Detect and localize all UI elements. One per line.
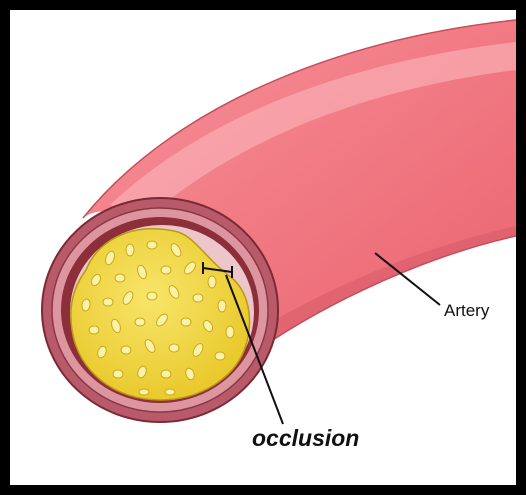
artery-label: Artery bbox=[444, 301, 490, 320]
occlusion-label: occlusion bbox=[252, 425, 359, 451]
